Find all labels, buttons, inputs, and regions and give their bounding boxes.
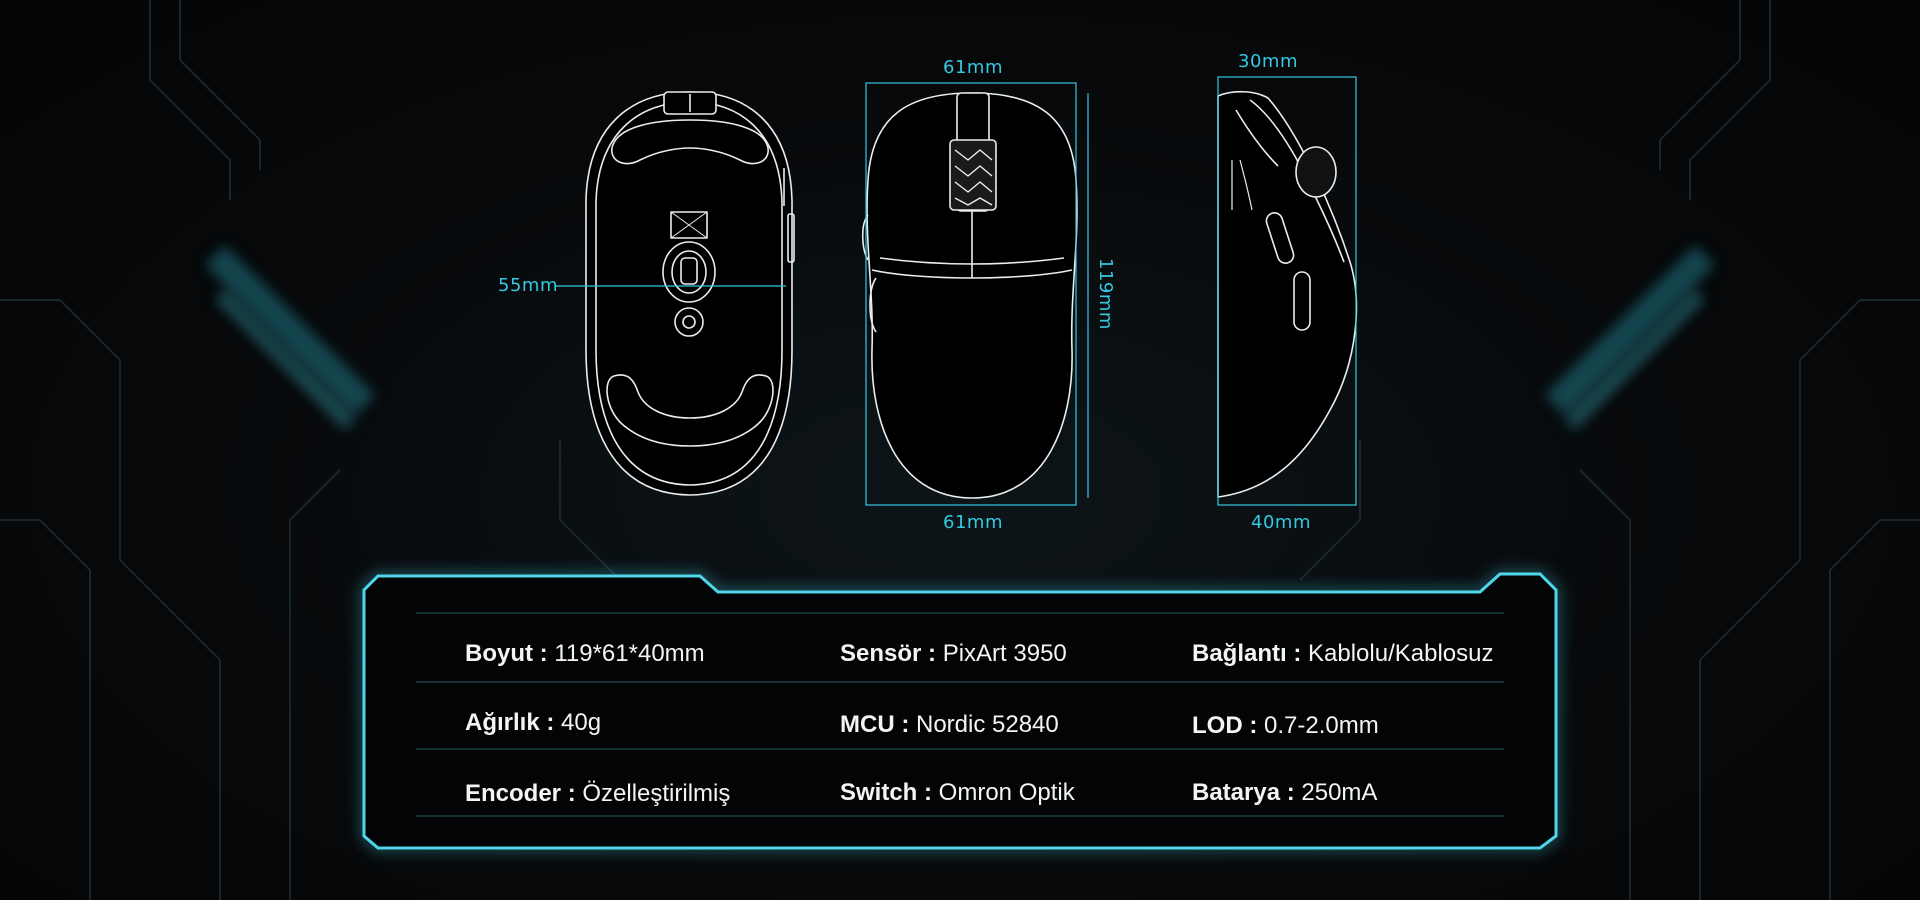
mouse-side-view: [1217, 90, 1358, 498]
dimension-box-top: [865, 82, 1089, 506]
spec-panel-frame: [359, 569, 1561, 853]
spec-baglanti: Bağlantı : Kablolu/Kablosuz: [1192, 640, 1494, 667]
spec-switch: Switch : Omron Optik: [840, 779, 1075, 806]
dimension-label-top-width-lower: 61mm: [943, 512, 1003, 533]
mouse-top-view: [861, 92, 1078, 499]
spec-encoder: Encoder : Özelleştirilmiş: [465, 780, 731, 807]
spec-lod: LOD : 0.7-2.0mm: [1192, 712, 1379, 739]
dimension-label-top-length: 119mm: [1095, 258, 1116, 330]
spec-boyut: Boyut : 119*61*40mm: [465, 640, 705, 667]
mouse-bottom-view: [585, 91, 795, 496]
dimension-label-top-width-upper: 61mm: [943, 57, 1003, 78]
dimension-label-profile-depth: 30mm: [1238, 51, 1298, 72]
spec-batarya: Batarya : 250mA: [1192, 779, 1378, 806]
dimension-box-side: [1217, 76, 1357, 506]
glow-bars: [205, 245, 1715, 430]
dimension-label-profile-height: 40mm: [1251, 512, 1311, 533]
dimension-label-side-width: 55mm: [498, 275, 558, 296]
spec-agirlik: Ağırlık : 40g: [465, 709, 602, 736]
spec-sensor: Sensör : PixArt 3950: [840, 640, 1067, 667]
spec-mcu: MCU : Nordic 52840: [840, 711, 1059, 738]
